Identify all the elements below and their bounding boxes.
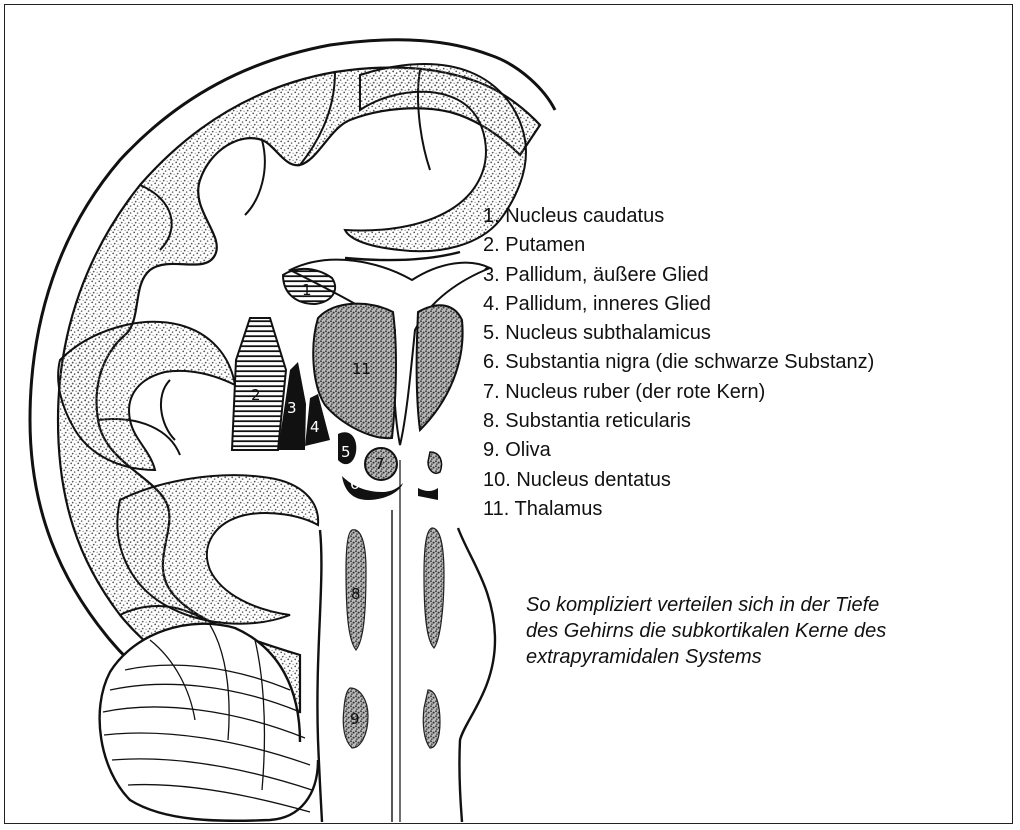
legend-item: 2. Putamen bbox=[483, 231, 874, 260]
putamen-2 bbox=[232, 318, 286, 450]
substantia-reticularis-right bbox=[424, 528, 444, 648]
legend-item: 11. Thalamus bbox=[483, 495, 874, 524]
brainstem-outline bbox=[317, 528, 495, 822]
thalamus-right bbox=[417, 305, 463, 430]
legend-item: 6. Substantia nigra (die schwarze Substa… bbox=[483, 348, 874, 377]
legend-item: 1. Nucleus caudatus bbox=[483, 202, 874, 231]
legend-item: 9. Oliva bbox=[483, 436, 874, 465]
legend-item: 5. Nucleus subthalamicus bbox=[483, 319, 874, 348]
nucleus-ruber-right bbox=[428, 452, 442, 473]
mark-8: 8 bbox=[351, 585, 361, 603]
mark-7: 7 bbox=[375, 455, 385, 473]
legend-item: 8. Substantia reticularis bbox=[483, 407, 874, 436]
caption-line: So kompliziert verteilen sich in der Tie… bbox=[526, 592, 996, 618]
mark-1: 1 bbox=[302, 281, 312, 299]
mark-2: 2 bbox=[251, 386, 261, 404]
mark-9: 9 bbox=[350, 710, 360, 728]
mark-6: 6 bbox=[350, 475, 360, 493]
mark-11: 11 bbox=[352, 360, 371, 378]
mark-5: 5 bbox=[341, 443, 351, 461]
caption-line: extrapyramidalen Systems bbox=[526, 644, 996, 670]
legend-item: 3. Pallidum, äußere Glied bbox=[483, 261, 874, 290]
mark-4: 4 bbox=[310, 418, 320, 436]
oliva-right bbox=[423, 690, 440, 748]
legend-item: 4. Pallidum, inneres Glied bbox=[483, 290, 874, 319]
legend-item: 10. Nucleus dentatus bbox=[483, 466, 874, 495]
legend-item: 7. Nucleus ruber (der rote Kern) bbox=[483, 378, 874, 407]
figure-caption: So kompliziert verteilen sich in der Tie… bbox=[526, 592, 996, 670]
caption-line: des Gehirns die subkortikalen Kerne des bbox=[526, 618, 996, 644]
mark-3: 3 bbox=[287, 399, 297, 417]
legend-list: 1. Nucleus caudatus 2. Putamen 3. Pallid… bbox=[483, 202, 874, 524]
substantia-nigra-right bbox=[418, 488, 438, 500]
